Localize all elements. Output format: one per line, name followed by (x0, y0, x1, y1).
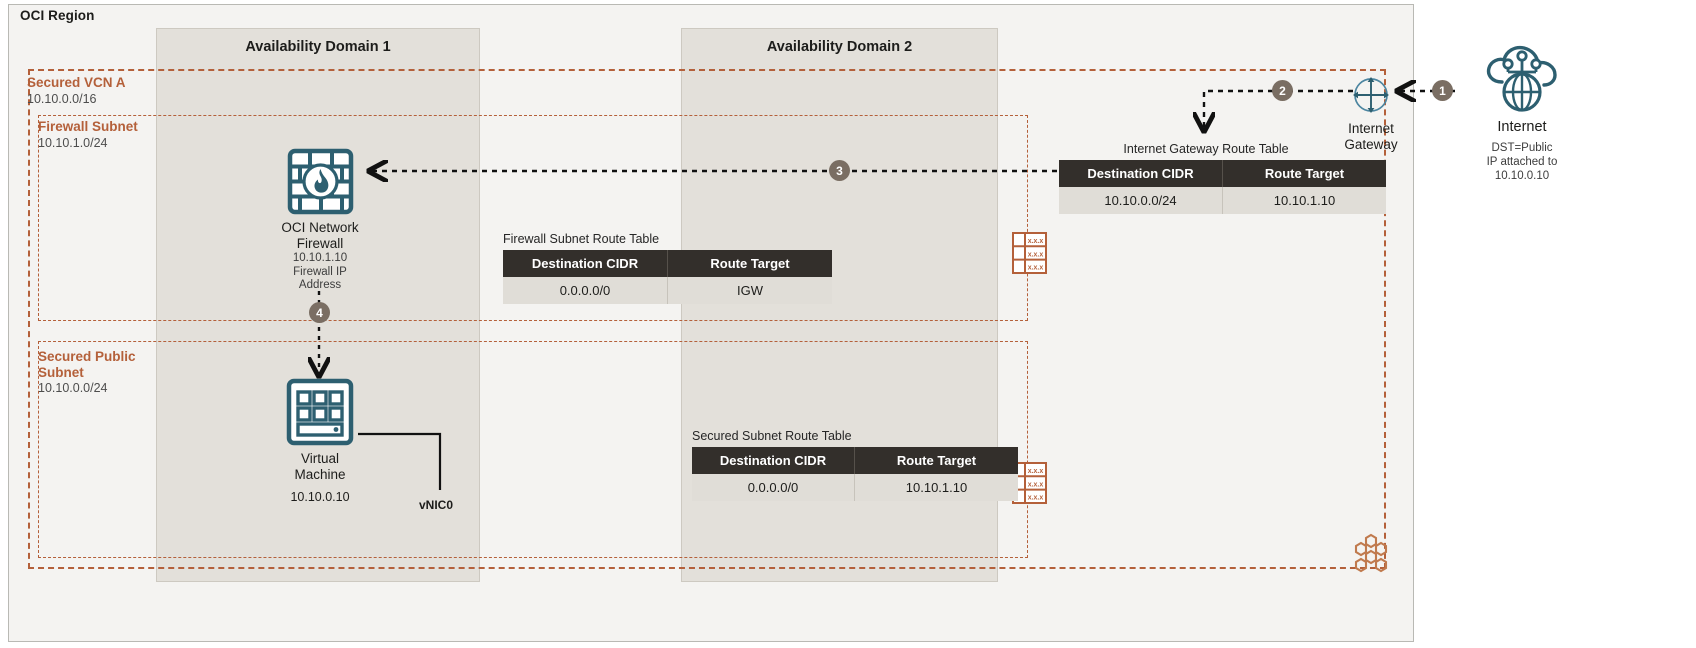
virtual-machine-node[interactable]: Virtual Machine 10.10.0.10 (252, 378, 388, 505)
secured-route-table-caption: Secured Subnet Route Table (692, 429, 852, 443)
vcn-cidr: 10.10.0.0/16 (27, 91, 97, 106)
col-route-target: Route Target (1222, 160, 1386, 187)
table-row: 0.0.0.0/0 IGW (503, 277, 832, 304)
col-destination-cidr: Destination CIDR (503, 250, 668, 277)
cell-destination-cidr: 0.0.0.0/0 (692, 474, 855, 501)
internet-gateway-label-line1: Internet (1348, 121, 1394, 136)
route-table: Destination CIDR Route Target 0.0.0.0/0 … (692, 447, 1018, 501)
col-route-target: Route Target (667, 250, 832, 277)
table-row: 0.0.0.0/0 10.10.1.10 (692, 474, 1018, 501)
firewall-subnet-route-table: Firewall Subnet Route Table Destination … (503, 232, 832, 304)
firewall-route-table-caption: Firewall Subnet Route Table (503, 232, 660, 246)
firewall-subnet-cidr: 10.10.1.0/24 (38, 135, 108, 150)
svg-text:x.x.x: x.x.x (1028, 251, 1044, 258)
internet-gateway-label-line2: Gateway (1344, 136, 1398, 152)
col-destination-cidr: Destination CIDR (1059, 160, 1223, 187)
table-row: 10.10.0.0/24 10.10.1.10 (1059, 187, 1386, 214)
flow-step-badge-4: 4 (309, 302, 330, 323)
secured-public-subnet-cidr: 10.10.0.0/24 (38, 381, 108, 396)
firewall-subnet-label: Firewall Subnet 10.10.1.0/24 (38, 119, 138, 150)
internet-gateway-node[interactable]: Internet Gateway (1326, 74, 1416, 153)
vm-label-line1: Virtual (300, 451, 340, 466)
region-title: OCI Region (20, 8, 95, 23)
firewall-note-line2: Address (298, 279, 342, 292)
firewall-note-line1: Firewall IP (293, 265, 347, 278)
internet-note-line3: 10.10.0.10 (1494, 169, 1550, 182)
cell-route-target: 10.10.1.10 (854, 474, 1018, 501)
availability-domain-2-label: Availability Domain 2 (766, 39, 913, 55)
route-table: Destination CIDR Route Target 10.10.0.0/… (1059, 160, 1386, 214)
virtual-machine-icon (286, 378, 354, 446)
vm-ip: 10.10.0.10 (290, 489, 350, 504)
route-table: Destination CIDR Route Target 0.0.0.0/0 … (503, 250, 832, 304)
internet-label: Internet (1497, 119, 1547, 135)
flow-step-badge-3: 3 (829, 160, 850, 181)
firewall-icon (287, 148, 353, 215)
cell-route-target: 10.10.1.10 (1222, 187, 1386, 214)
secured-public-subnet-label: Secured Public Subnet 10.10.0.0/24 (38, 349, 148, 395)
vm-label-line2: Machine (294, 466, 346, 482)
internet-node[interactable]: Internet DST=Public IP attached to 10.10… (1453, 42, 1591, 184)
vcn-label: Secured VCN A 10.10.0.0/16 (27, 75, 126, 106)
flow-step-badge-2: 2 (1272, 80, 1293, 101)
firewall-label-line2: Firewall (296, 235, 344, 251)
col-destination-cidr: Destination CIDR (692, 447, 855, 474)
cell-destination-cidr: 0.0.0.0/0 (503, 277, 668, 304)
firewall-ip: 10.10.1.10 (292, 251, 348, 264)
cell-route-target: IGW (667, 277, 832, 304)
svg-text:x.x.x: x.x.x (1028, 238, 1044, 245)
secured-subnet-route-table: Secured Subnet Route Table Destination C… (692, 429, 1018, 501)
svg-text:x.x.x: x.x.x (1028, 495, 1044, 502)
firewall-label-line1: OCI Network (281, 220, 359, 235)
route-table-icon: x.x.x x.x.x x.x.x (1012, 232, 1047, 274)
internet-cloud-icon (1486, 45, 1557, 112)
igw-route-table-caption: Internet Gateway Route Table (1123, 142, 1289, 156)
availability-domain-1-label: Availability Domain 1 (245, 39, 391, 55)
firewall-subnet-title: Firewall Subnet (38, 119, 138, 134)
col-route-target: Route Target (854, 447, 1018, 474)
vcn-title: Secured VCN A (27, 75, 126, 90)
internet-note-line2: IP attached to (1486, 155, 1558, 168)
route-table-icon-upper: x.x.x x.x.x x.x.x (1012, 232, 1047, 279)
oci-network-firewall-node[interactable]: OCI Network Firewall 10.10.1.10 Firewall… (252, 148, 388, 293)
flow-step-badge-1: 1 (1432, 80, 1453, 101)
secured-public-subnet-title: Secured Public Subnet (38, 349, 136, 380)
internet-gateway-icon (1353, 77, 1389, 113)
route-table-icon-lower: x.x.x x.x.x x.x.x (1012, 462, 1047, 509)
dynamic-routing-gateway-icon (1354, 533, 1388, 573)
internet-gateway-route-table: Internet Gateway Route Table Destination… (1059, 142, 1386, 214)
svg-text:x.x.x: x.x.x (1028, 481, 1044, 488)
route-table-icon: x.x.x x.x.x x.x.x (1012, 462, 1047, 504)
svg-text:x.x.x: x.x.x (1028, 468, 1044, 475)
svg-text:x.x.x: x.x.x (1028, 265, 1044, 272)
vnic0-label: vNIC0 (419, 498, 454, 512)
internet-note-line1: DST=Public (1491, 142, 1553, 155)
dynamic-routing-gateway-node[interactable] (1350, 533, 1392, 580)
cell-destination-cidr: 10.10.0.0/24 (1059, 187, 1223, 214)
